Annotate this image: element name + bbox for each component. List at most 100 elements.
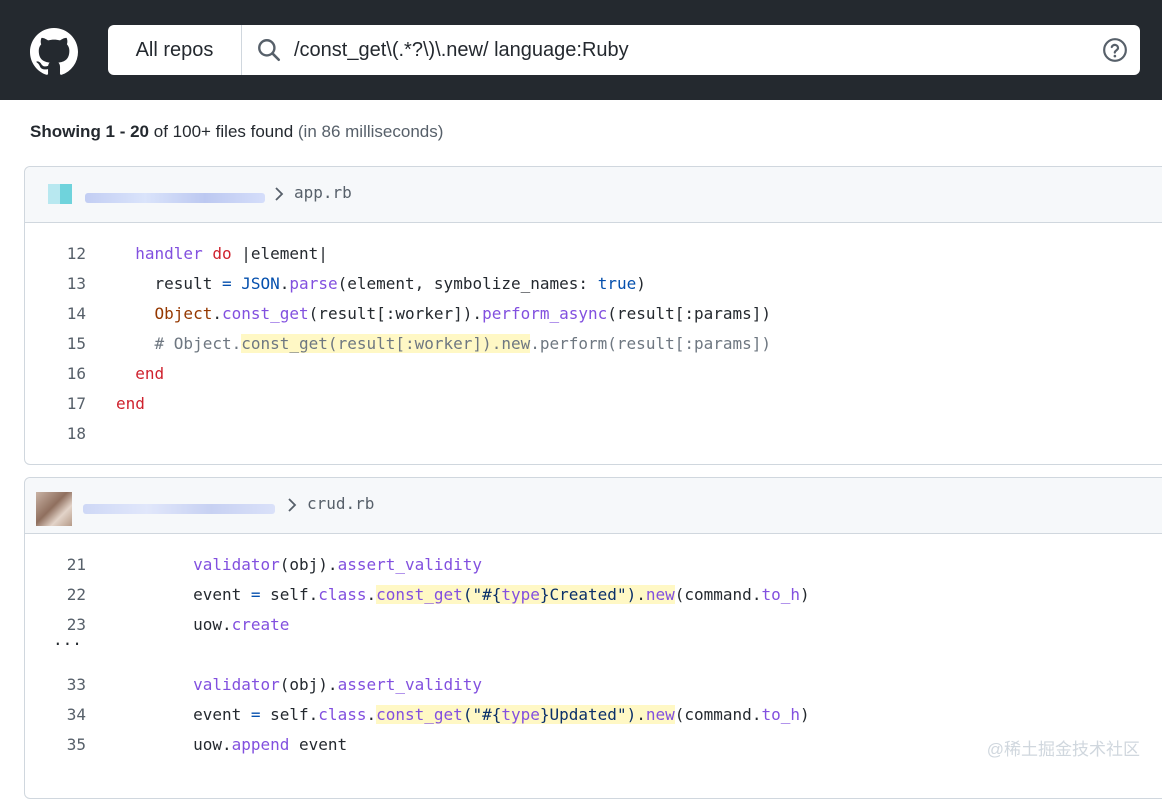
code-token: const_get(result[:worker]).new	[241, 334, 531, 353]
code-token: append	[231, 735, 290, 754]
line-number[interactable]: 18	[66, 424, 86, 443]
line-number[interactable]: 22	[66, 585, 86, 604]
code-line: 22 event = self.class.const_get("#{type}…	[25, 580, 1155, 610]
line-number[interactable]: 15	[66, 334, 86, 353]
code-text: end	[116, 359, 164, 389]
code-token	[232, 274, 242, 293]
code-token: (obj).	[279, 555, 338, 574]
code-token: uow.	[116, 735, 232, 754]
code-token: assert_validity	[337, 555, 483, 574]
code-token: const_get	[221, 304, 309, 323]
code-token: perform_async	[482, 304, 608, 323]
code-text: uow.append event	[116, 730, 347, 760]
code-text: event = self.class.const_get("#{type}Cre…	[116, 580, 810, 610]
code-token: # Object.	[116, 334, 242, 353]
line-number[interactable]: 16	[66, 364, 86, 383]
code-token: event	[116, 585, 251, 604]
code-token: (result[:worker]).	[308, 304, 483, 323]
code-token	[116, 304, 155, 323]
code-token: new	[645, 585, 675, 604]
code-token	[116, 244, 135, 263]
search-bar[interactable]: All repos /const_get\(.*?\)\.new/ langua…	[108, 25, 1140, 75]
owner-avatar[interactable]	[36, 492, 72, 526]
code-token: self.	[260, 585, 319, 604]
code-token: )	[799, 585, 810, 604]
code-token: (command.	[674, 585, 762, 604]
code-token: new	[645, 705, 675, 724]
code-token: validator	[193, 675, 280, 694]
code-token: (result[:params])	[607, 304, 772, 323]
code-token: event	[289, 735, 348, 754]
code-line: 13 result = JSON.parse(element, symboliz…	[25, 269, 1155, 299]
code-token: .	[366, 705, 377, 724]
repo-name-blurred[interactable]	[85, 193, 265, 203]
code-line: 33 validator(obj).assert_validity	[25, 670, 1155, 700]
help-circle-icon[interactable]	[1102, 37, 1128, 63]
code-token: .	[636, 585, 646, 604]
code-token: true	[597, 274, 637, 293]
code-line: 12 handler do |element|	[25, 239, 1155, 269]
code-token: end	[135, 364, 165, 383]
code-token: type	[501, 585, 540, 604]
code-token: const_get	[376, 705, 463, 724]
repo-name-blurred[interactable]	[83, 504, 275, 514]
line-number[interactable]: 12	[66, 244, 86, 263]
line-number[interactable]: 35	[66, 735, 86, 754]
code-text: event = self.class.const_get("#{type}Upd…	[116, 700, 810, 730]
code-line: 18	[25, 419, 1155, 449]
code-token: class	[318, 585, 367, 604]
results-summary: Showing 1 - 20 of 100+ files found (in 8…	[30, 122, 443, 142]
code-text: handler do |element|	[116, 239, 328, 269]
owner-avatar[interactable]	[48, 184, 72, 204]
code-line: 35 uow.append event	[25, 730, 1155, 760]
code-token	[116, 364, 135, 383]
code-token: }Created")	[539, 585, 637, 604]
code-token: validator	[193, 555, 280, 574]
result-filename[interactable]: crud.rb	[307, 494, 375, 513]
code-token: event	[116, 705, 251, 724]
line-number[interactable]: 13	[66, 274, 86, 293]
code-token: parse	[289, 274, 338, 293]
code-token: }Updated")	[539, 705, 637, 724]
watermark: @稀土掘金技术社区	[986, 740, 1140, 759]
code-token: assert_validity	[337, 675, 483, 694]
code-token: (command.	[674, 705, 762, 724]
code-line: 15 # Object.const_get(result[:worker]).n…	[25, 329, 1155, 359]
code-token: .	[279, 274, 290, 293]
chevron-right-icon	[275, 187, 284, 201]
code-token: Object	[154, 304, 213, 323]
code-token: =	[221, 274, 232, 293]
code-line: 14 Object.const_get(result[:worker]).per…	[25, 299, 1155, 329]
search-result-card: app.rb 12 handler do |element|13 result …	[24, 166, 1162, 465]
code-token: end	[116, 394, 145, 413]
code-text: validator(obj).assert_validity	[116, 550, 482, 580]
top-header: All repos /const_get\(.*?\)\.new/ langua…	[0, 0, 1162, 100]
repo-scope-selector[interactable]: All repos	[108, 25, 242, 75]
line-number[interactable]: 14	[66, 304, 86, 323]
code-token	[116, 555, 193, 574]
code-token: )	[799, 705, 810, 724]
code-token: do	[212, 244, 232, 263]
line-number[interactable]: 21	[66, 555, 86, 574]
result-header: crud.rb	[25, 478, 1162, 534]
results-count: of 100+ files found	[149, 122, 298, 141]
search-input[interactable]: /const_get\(.*?\)\.new/ language:Ruby	[294, 38, 629, 61]
code-token	[203, 244, 213, 263]
result-filename[interactable]: app.rb	[294, 183, 352, 202]
github-logo-icon[interactable]	[30, 28, 78, 76]
line-number[interactable]: 33	[66, 675, 86, 694]
line-number[interactable]: 23	[66, 615, 86, 634]
code-token: result	[116, 274, 222, 293]
line-number[interactable]: 34	[66, 705, 86, 724]
search-icon	[258, 39, 281, 62]
code-token	[116, 675, 193, 694]
code-token: ("#{	[462, 705, 502, 724]
code-text: validator(obj).assert_validity	[116, 670, 482, 700]
code-text: Object.const_get(result[:worker]).perfor…	[116, 299, 772, 329]
code-token: .perform(result[:params])	[530, 334, 772, 353]
code-token: self.	[260, 705, 319, 724]
line-number[interactable]: 17	[66, 394, 86, 413]
code-line: 21 validator(obj).assert_validity	[25, 550, 1155, 580]
code-token: JSON	[241, 274, 280, 293]
code-text: uow.create	[116, 610, 289, 640]
